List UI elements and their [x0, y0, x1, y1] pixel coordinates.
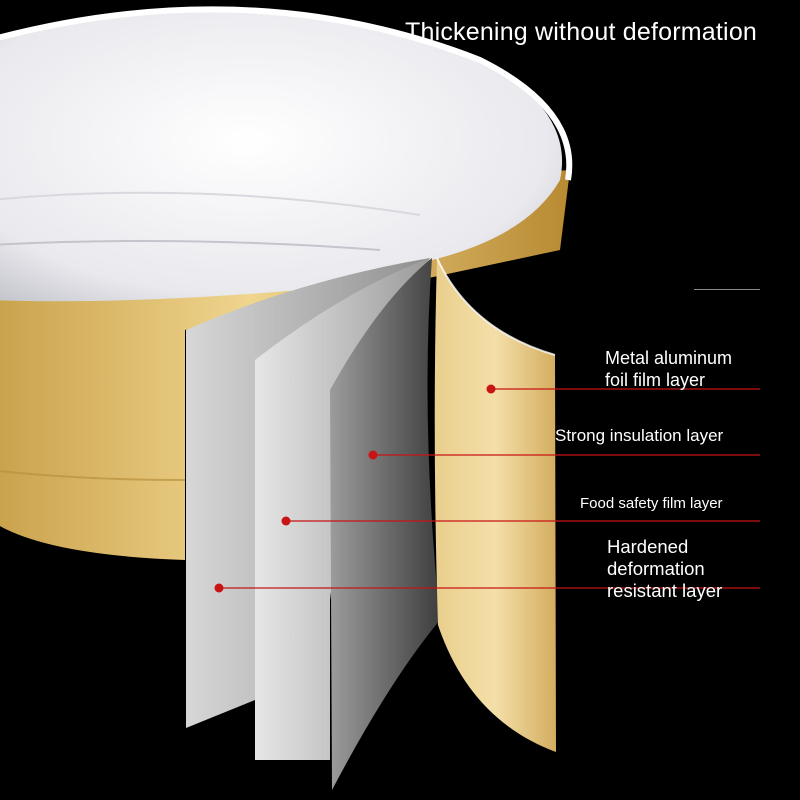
layer-label-food-safety: Food safety film layer — [580, 493, 723, 515]
layer-sheet-aluminum — [434, 258, 556, 752]
decorative-divider — [694, 289, 760, 290]
label-line: Hardened — [607, 536, 689, 557]
layer-label-aluminum: Metal aluminum foil film layer — [605, 347, 732, 391]
label-line: resistant layer — [607, 580, 723, 601]
layer-label-insulation: Strong insulation layer — [555, 425, 723, 447]
layer-label-hardened: Hardened deformation resistant layer — [607, 536, 722, 602]
pointer-dot — [214, 583, 224, 593]
label-line: Metal aluminum — [605, 348, 733, 368]
pointer-dot — [486, 384, 496, 394]
label-line: deformation — [607, 558, 705, 579]
page-title: Thickening without deformation — [405, 18, 758, 46]
pointer-dot — [368, 450, 378, 460]
label-line: Food safety film layer — [580, 495, 723, 512]
label-line: foil film layer — [605, 370, 706, 390]
pointer-dot — [281, 516, 291, 526]
layer-sheet-insulation — [330, 258, 440, 790]
label-line: Strong insulation layer — [555, 426, 724, 445]
